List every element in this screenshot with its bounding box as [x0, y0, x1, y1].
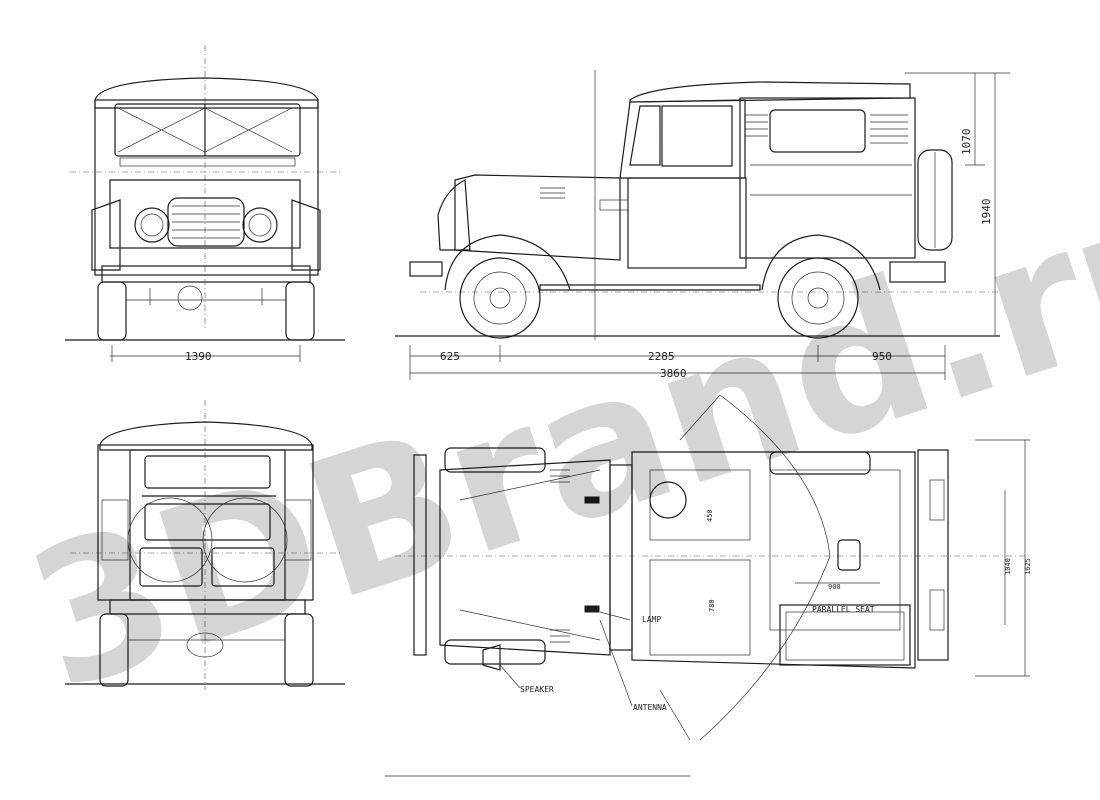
watermark: 3DBrand.ru [6, 143, 1100, 733]
dim-seat-width: 450 [706, 509, 714, 522]
dim-overall-width: 1625 [1024, 558, 1032, 575]
dim-wheelbase: 2285 [648, 350, 675, 363]
parallel-seat-label: PARALLEL SEAT [812, 605, 875, 614]
dim-rear-overhang: 950 [872, 350, 892, 363]
dim-overall-length: 3860 [660, 367, 687, 380]
dim-seat-span: 900 [828, 583, 841, 591]
dim-front-overhang: 625 [440, 350, 460, 363]
top-view: PARALLEL SEAT LAMP SPEAKER ANTENNA 450 7… [395, 394, 1032, 741]
speaker-label: SPEAKER [520, 685, 554, 694]
dim-inner-width: 1040 [1004, 558, 1012, 575]
front-view: 1390 [65, 45, 345, 363]
dim-seat-length: 780 [708, 599, 716, 612]
lamp-label: LAMP [642, 615, 661, 624]
side-view: 1070 1940 625 2285 950 3860 [395, 70, 1010, 380]
rear-view [65, 400, 345, 690]
dim-upper-height: 1070 [960, 129, 973, 156]
dim-overall-height: 1940 [980, 199, 993, 226]
antenna-label: ANTENNA [633, 703, 667, 712]
dim-front-track: 1390 [185, 350, 212, 363]
